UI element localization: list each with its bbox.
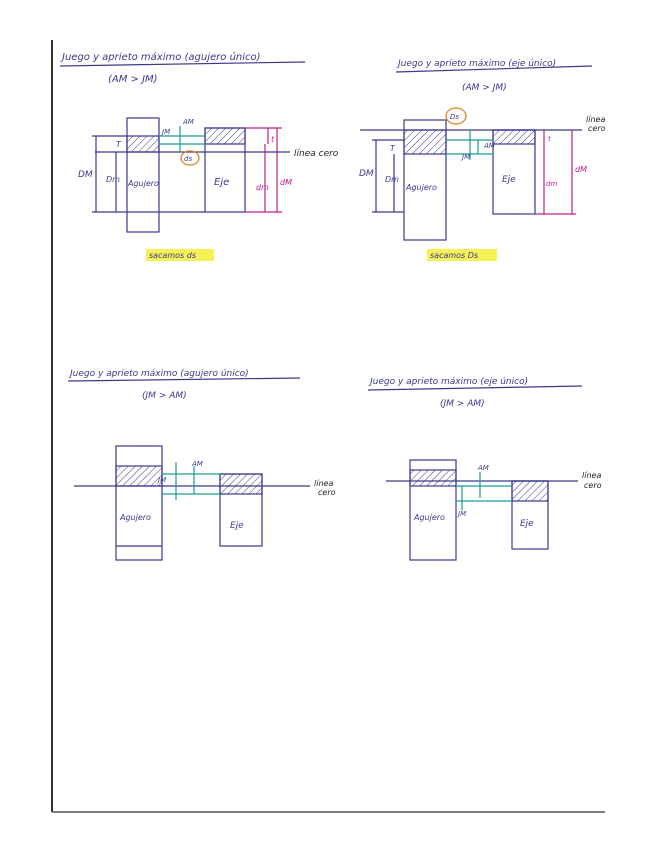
diagram-2-Ds-circle bbox=[445, 107, 467, 125]
diagram-2-shaft-label: Eje bbox=[502, 175, 516, 185]
diagram-3-hole-tolerance-zone bbox=[115, 465, 163, 487]
diagram-3-JM-label: JM bbox=[156, 476, 166, 484]
diagram-2-hole-tolerance-zone bbox=[403, 129, 447, 155]
diagram-1-title: Juego y aprieto máximo (agujero único) bbox=[60, 51, 261, 63]
diagram-4-shaft-label: Eje bbox=[520, 519, 534, 529]
diagram-1-condition: (AM > JM) bbox=[108, 74, 158, 85]
diagram-1-shaft-tolerance-zone bbox=[204, 127, 246, 145]
diagram-4-hole-tolerance-zone bbox=[409, 469, 457, 487]
diagram-2-t-label: t bbox=[548, 135, 551, 143]
diagram-2-note: sacamos Ds bbox=[430, 251, 478, 260]
diagram-2-zero-line-label-2: cero bbox=[588, 124, 606, 133]
diagram-3-zero-line-label-2: cero bbox=[318, 488, 336, 497]
diagram-3: Juego y aprieto máximo (agujero único) (… bbox=[67, 369, 336, 561]
diagram-4-zero-line-label-2: cero bbox=[584, 481, 602, 490]
diagram-1-ds-circle bbox=[180, 150, 200, 166]
diagram-4-hole bbox=[409, 459, 457, 561]
diagram-1-hole-label: Agujero bbox=[127, 179, 159, 188]
diagram-2-Ds-label: Ds bbox=[450, 113, 459, 121]
diagram-2-AM-label: AM bbox=[483, 142, 495, 150]
diagram-2-dm-label: dm bbox=[546, 180, 557, 188]
diagram-2-shaft-tolerance-zone bbox=[492, 129, 536, 145]
diagram-2: Juego y aprieto máximo (eje único) (AM >… bbox=[359, 59, 606, 261]
diagram-2-title-underline bbox=[395, 65, 593, 73]
diagram-1-note-highlight bbox=[146, 249, 214, 261]
diagram-1: Juego y aprieto máximo (agujero único) (… bbox=[59, 51, 339, 261]
diagram-2-Dm-label: Dm bbox=[385, 175, 399, 184]
diagram-4-hole-label: Agujero bbox=[413, 513, 445, 522]
diagram-3-shaft-tolerance-zone bbox=[219, 473, 263, 495]
diagram-2-T-label: T bbox=[390, 144, 396, 153]
diagram-4-AM-label: AM bbox=[477, 464, 489, 472]
diagram-4-shaft-tolerance-zone bbox=[511, 480, 549, 502]
diagram-1-DM-label: DM bbox=[78, 170, 93, 180]
diagram-1-ds-label: ds bbox=[184, 155, 192, 163]
diagram-1-T-label: T bbox=[116, 140, 122, 149]
diagram-4-title: Juego y aprieto máximo (eje único) bbox=[368, 377, 528, 387]
diagram-4-condition: (JM > AM) bbox=[440, 399, 485, 409]
diagram-1-AM-label: AM bbox=[182, 118, 194, 126]
diagram-4-zero-line-label-1: línea bbox=[582, 471, 601, 480]
diagram-1-title-underline bbox=[59, 61, 306, 67]
diagram-2-condition: (AM > JM) bbox=[462, 83, 507, 93]
diagram-2-hole-label: Agujero bbox=[405, 183, 437, 192]
diagram-2-hole bbox=[403, 119, 447, 241]
diagram-3-zero-line-label-1: línea bbox=[314, 479, 333, 488]
diagram-1-Dm-label: Dm bbox=[106, 175, 120, 184]
diagram-2-dM-label: dM bbox=[575, 165, 587, 174]
diagram-1-note: sacamos ds bbox=[149, 251, 196, 260]
diagram-4-title-underline bbox=[367, 385, 583, 391]
diagram-1-t-label: t bbox=[271, 135, 275, 144]
diagram-4: Juego y aprieto máximo (eje único) (JM >… bbox=[367, 377, 602, 561]
diagram-2-title: Juego y aprieto máximo (eje único) bbox=[396, 59, 556, 69]
diagram-3-title-underline bbox=[67, 377, 301, 382]
diagram-3-shaft-label: Eje bbox=[230, 521, 244, 531]
diagram-1-JM-label: JM bbox=[160, 128, 170, 136]
diagram-3-condition: (JM > AM) bbox=[142, 391, 187, 401]
diagram-1-dm-label: dm bbox=[256, 183, 269, 192]
diagram-3-hole bbox=[115, 445, 163, 561]
diagram-3-hole-label: Agujero bbox=[119, 513, 151, 522]
diagram-1-hole bbox=[126, 117, 160, 233]
diagram-1-zero-line-label: línea cero bbox=[294, 149, 339, 159]
diagram-2-JM-label: JM bbox=[460, 153, 470, 161]
diagram-2-DM-label: DM bbox=[359, 169, 374, 179]
diagram-4-JM-label: JM bbox=[456, 510, 466, 518]
diagram-2-zero-line-label-1: línea bbox=[586, 115, 605, 124]
diagram-1-shaft-label: Eje bbox=[214, 177, 229, 188]
diagram-3-AM-label: AM bbox=[191, 460, 203, 468]
diagram-1-hole-tolerance-zone bbox=[126, 135, 160, 153]
diagram-3-title: Juego y aprieto máximo (agujero único) bbox=[68, 369, 249, 379]
diagram-2-note-highlight bbox=[427, 249, 497, 261]
diagram-1-dM-label: dM bbox=[280, 178, 292, 187]
